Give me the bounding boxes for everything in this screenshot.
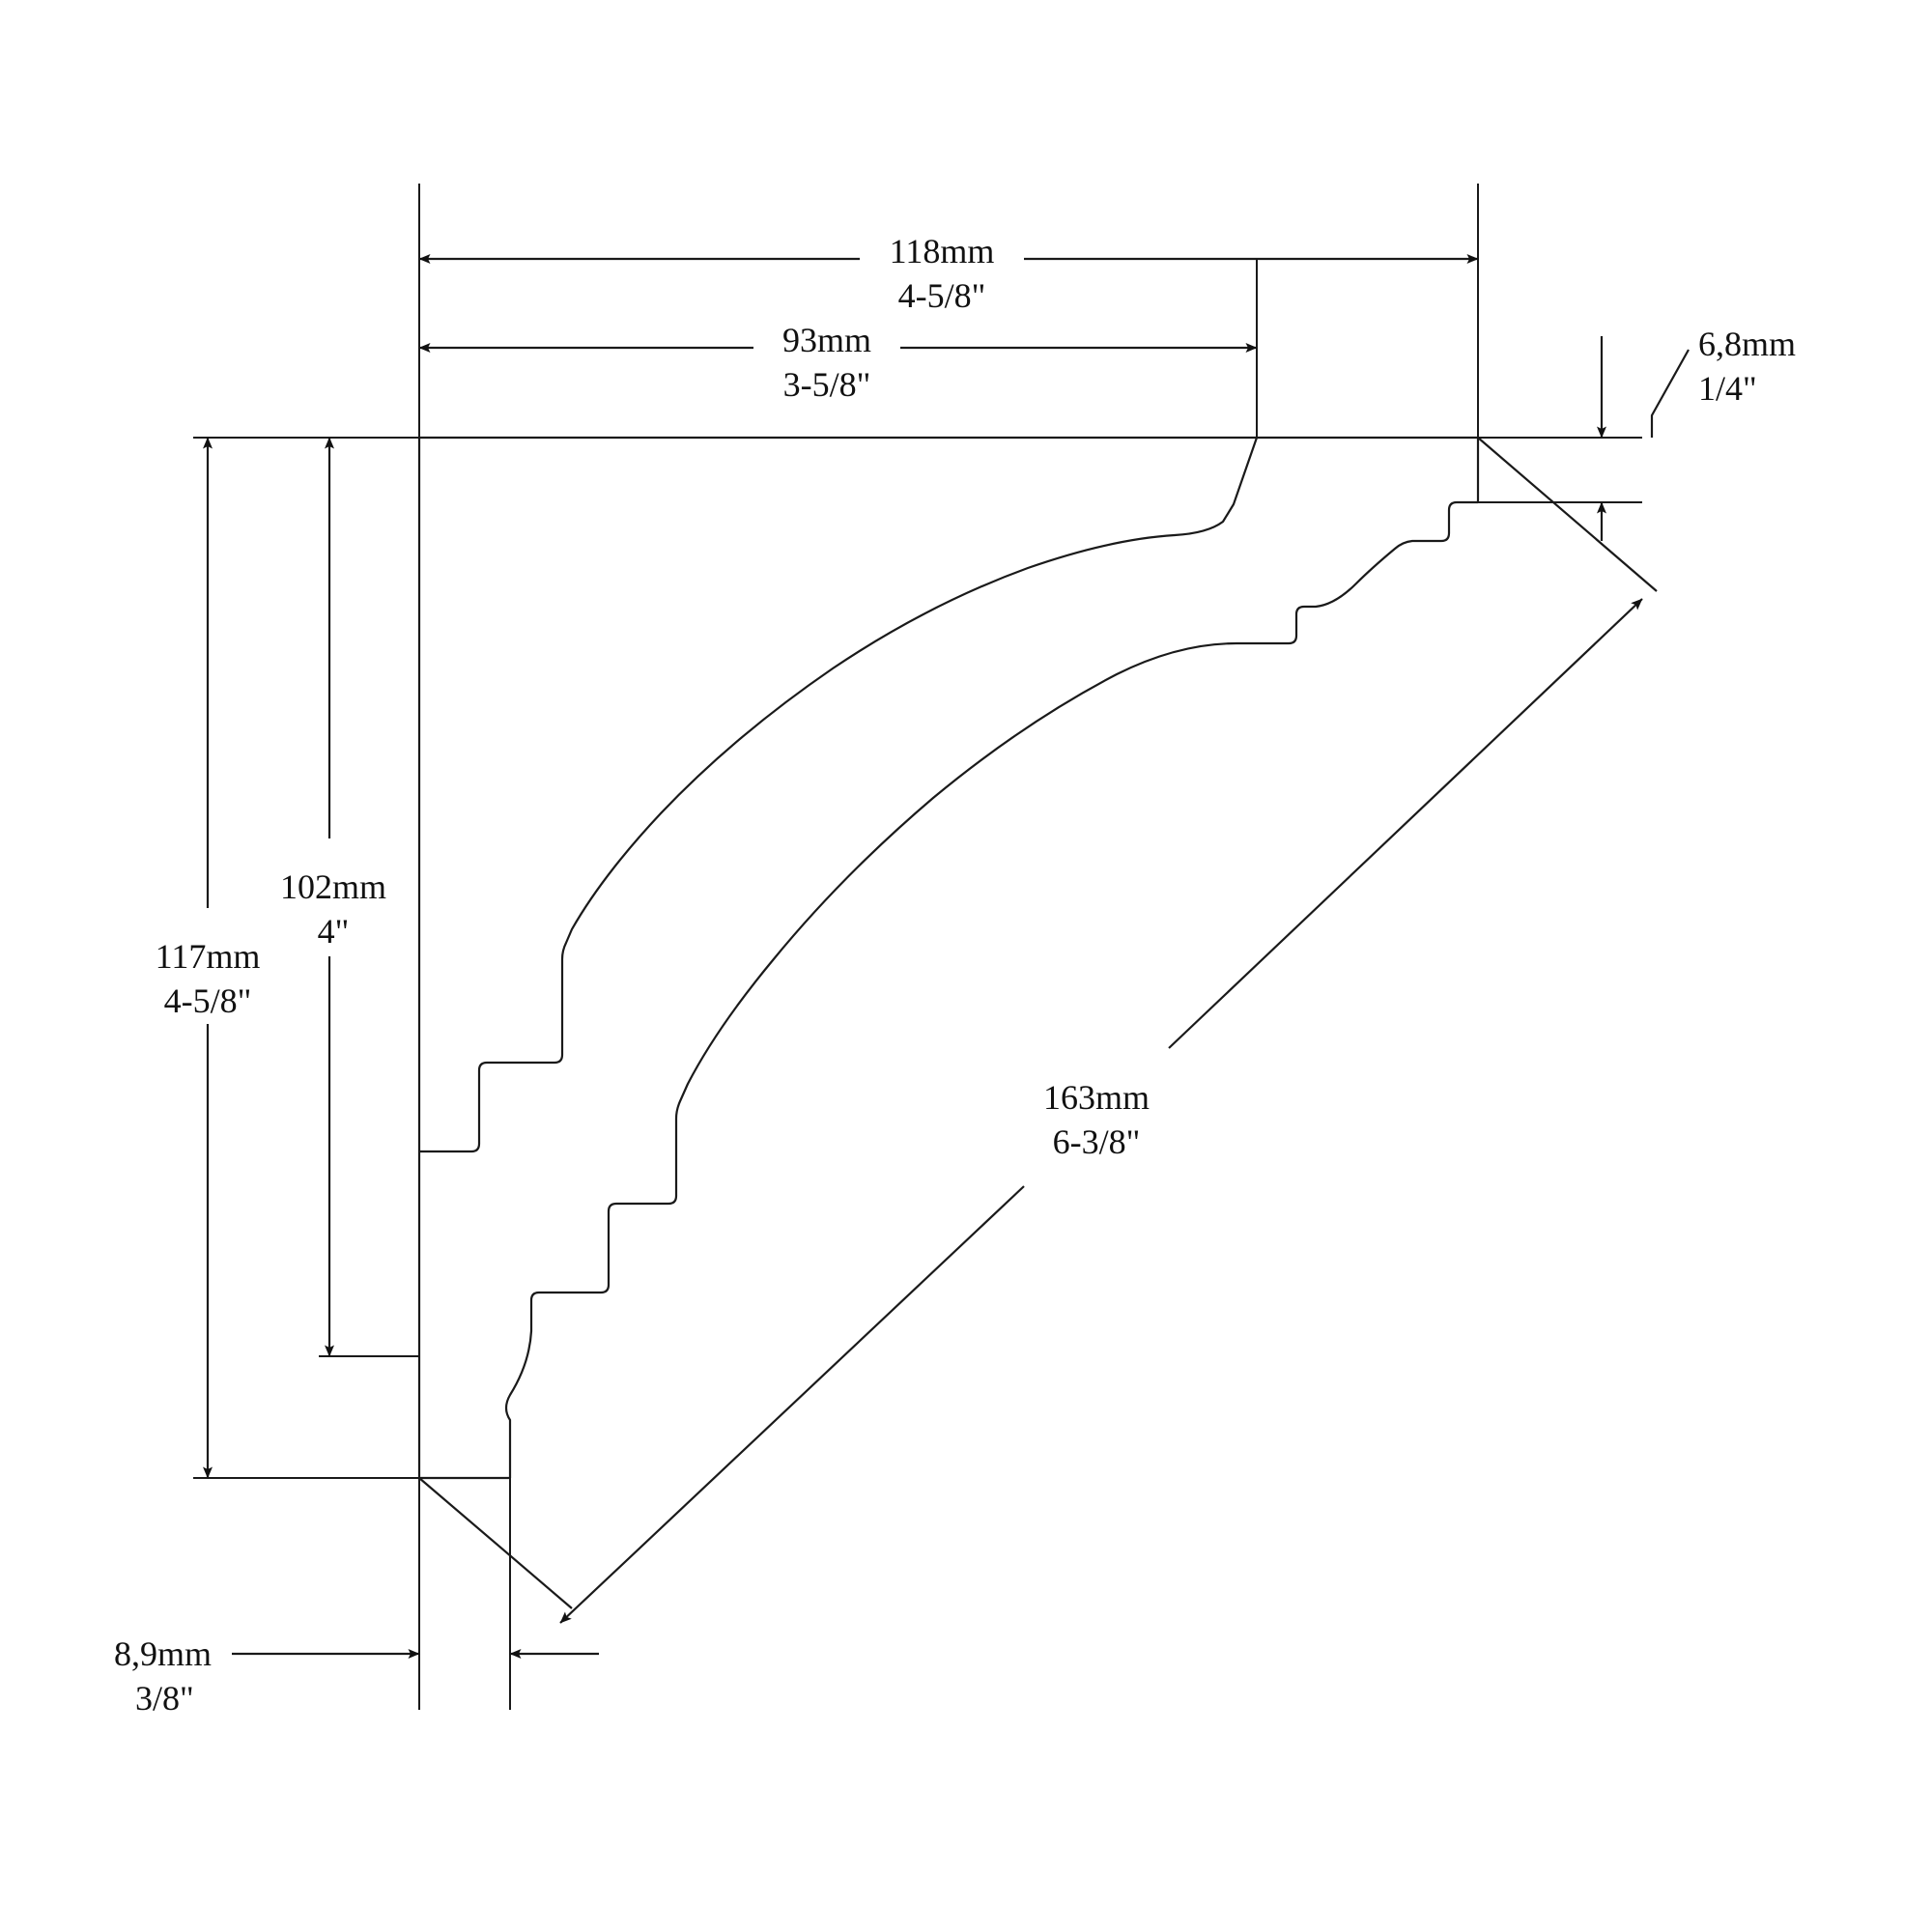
molding-profile-outline	[417, 436, 1480, 1480]
label-diagonal-face-metric: 163mm	[1043, 1078, 1150, 1117]
label-face-height-metric: 102mm	[280, 867, 386, 906]
label-top-edge-thickness-metric: 6,8mm	[1698, 325, 1796, 363]
dimension-labels: 118mm 4-5/8" 93mm 3-5/8" 6,8mm 1/4" 117m…	[114, 232, 1796, 1718]
dim-arrow-163-lower	[559, 1185, 1025, 1624]
dim-arrow-163-upper	[1168, 598, 1643, 1049]
label-projection-width-metric: 93mm	[782, 321, 871, 359]
witness-line-diagonal-top	[1477, 437, 1658, 592]
dim-line-diagonal-face	[418, 437, 1658, 1624]
label-overall-width-metric: 118mm	[890, 232, 995, 270]
profile-outer-contour	[504, 500, 1478, 1478]
label-overall-height-metric: 117mm	[156, 937, 261, 976]
dim-line-top-edge-thickness	[1597, 336, 1690, 541]
label-overall-width-imperial: 4-5/8"	[898, 276, 986, 315]
label-top-edge-thickness-imperial: 1/4"	[1698, 369, 1757, 408]
label-bottom-thickness-imperial: 3/8"	[135, 1679, 194, 1718]
label-face-height-imperial: 4"	[318, 912, 350, 951]
profile-inner-contour	[419, 437, 1259, 1153]
label-bottom-thickness-metric: 8,9mm	[114, 1634, 212, 1673]
label-projection-width-imperial: 3-5/8"	[783, 365, 871, 404]
dim-leader-68	[1650, 349, 1690, 438]
label-overall-height-imperial: 4-5/8"	[164, 981, 252, 1020]
extension-lines	[193, 184, 1642, 1710]
label-diagonal-face-imperial: 6-3/8"	[1053, 1122, 1141, 1161]
witness-line-diagonal-bottom	[418, 1477, 573, 1609]
